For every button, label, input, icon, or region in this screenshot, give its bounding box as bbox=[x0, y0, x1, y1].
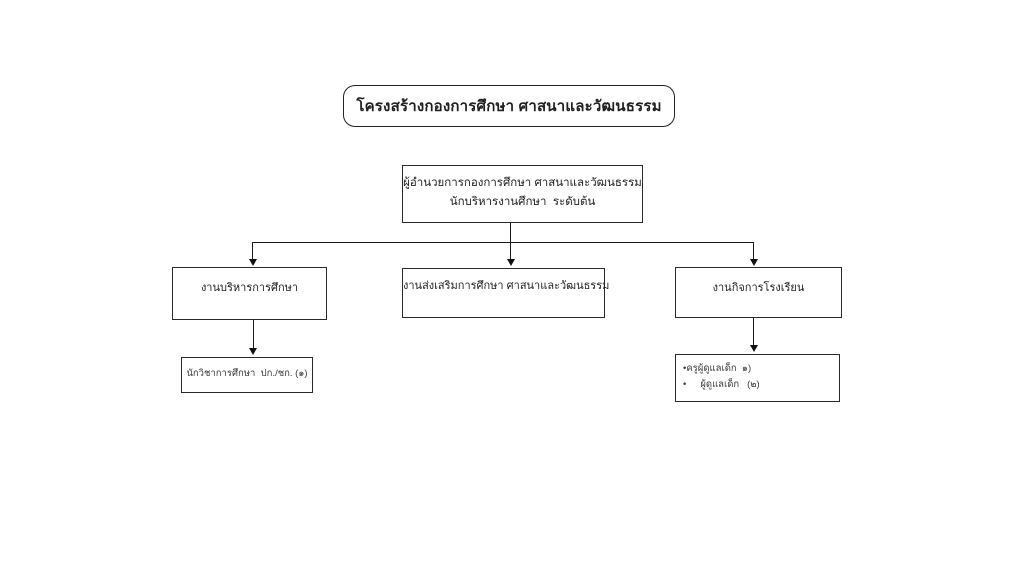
arrowhead-right-staff-icon bbox=[749, 345, 758, 352]
staff-row-teacher: •ครูผู้ดูแลเด็ก ๑) bbox=[683, 361, 835, 377]
dept-label-school-affairs: งานกิจการโรงเรียน bbox=[712, 282, 805, 294]
dept-box-promotion: งานส่งเสริมการศึกษา ศาสนาและวัฒนธรรม bbox=[402, 268, 609, 318]
arrowhead-left-staff-icon bbox=[249, 348, 257, 355]
connector-drop-middle bbox=[510, 242, 512, 260]
arrowhead-right-icon bbox=[749, 259, 758, 266]
staff-box-childcare: •ครูผู้ดูแลเด็ก ๑) •ผู้ดูแลเด็ก (๒) bbox=[675, 354, 840, 402]
chart-title-box: โครงสร้างกองการศึกษา ศาสนาและวัฒนธรรม bbox=[343, 85, 675, 127]
arrowhead-middle-icon bbox=[506, 259, 515, 266]
director-line1: ผู้อำนวยการกองการศึกษา ศาสนาและวัฒนธรรม bbox=[403, 177, 642, 189]
staff-label-teacher: ครูผู้ดูแลเด็ก ๑) bbox=[686, 363, 752, 374]
connector-director-stem bbox=[510, 223, 512, 242]
director-box: ผู้อำนวยการกองการศึกษา ศาสนาและวัฒนธรรม … bbox=[402, 165, 643, 223]
bullet-icon: • bbox=[683, 379, 687, 390]
connector-left-staff bbox=[252, 320, 254, 349]
arrowhead-left-icon bbox=[248, 259, 257, 266]
bullet-icon: • bbox=[683, 363, 687, 374]
dept-box-education-admin: งานบริหารการศึกษา bbox=[172, 267, 327, 320]
connector-horizontal-bus bbox=[252, 242, 754, 244]
connector-right-staff bbox=[753, 318, 755, 346]
dept-label-promotion: งานส่งเสริมการศึกษา ศาสนาและวัฒนธรรม bbox=[403, 280, 610, 292]
dept-label-education-admin: งานบริหารการศึกษา bbox=[200, 282, 299, 294]
connector-drop-right bbox=[753, 242, 755, 260]
connector-drop-left bbox=[252, 242, 254, 260]
staff-row-caretaker: • ผู้ดูแลเด็ก (๒) bbox=[683, 377, 835, 393]
director-line2: นักบริหารงานศึกษา ระดับต้น bbox=[449, 196, 596, 208]
chart-title: โครงสร้างกองการศึกษา ศาสนาและวัฒนธรรม bbox=[356, 98, 662, 115]
dept-box-school-affairs: งานกิจการโรงเรียน bbox=[675, 267, 842, 318]
staff-label-education-officer: นักวิชาการศึกษา ปก./ชก. (๑) bbox=[186, 368, 308, 379]
staff-box-education-officer: นักวิชาการศึกษา ปก./ชก. (๑) bbox=[181, 357, 313, 393]
staff-label-caretaker: ผู้ดูแลเด็ก (๒) bbox=[700, 379, 760, 390]
